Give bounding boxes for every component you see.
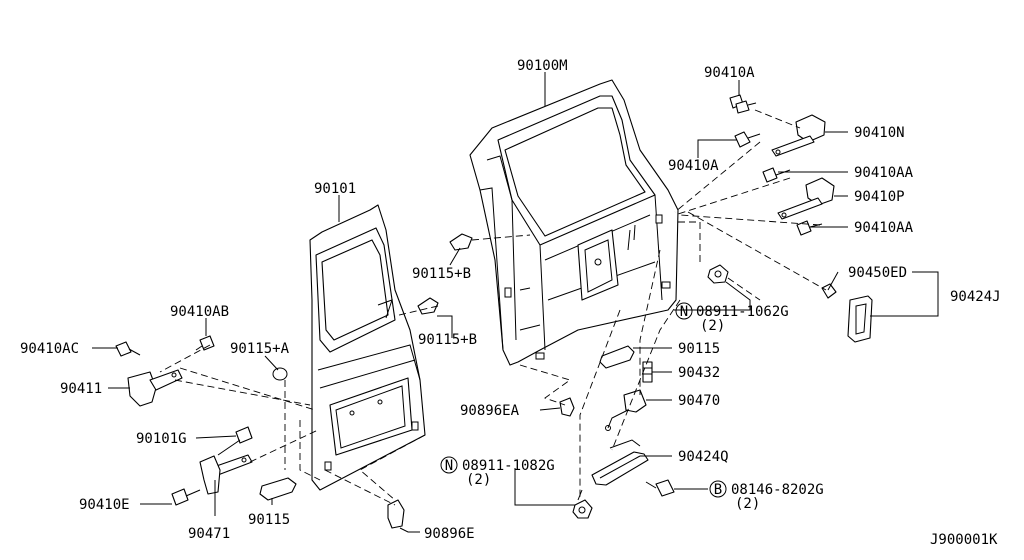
front-door-panel bbox=[309, 204, 426, 491]
label-90115-right: 90115 bbox=[678, 341, 720, 357]
clip-90896E bbox=[387, 499, 405, 529]
label-90411: 90411 bbox=[60, 381, 102, 397]
label-90424J: 90424J bbox=[950, 289, 1001, 305]
bolt-90410A-lower bbox=[734, 131, 761, 148]
hinge-90410N bbox=[771, 114, 826, 157]
cover-90424J bbox=[847, 295, 873, 343]
hinge-90411 bbox=[127, 369, 183, 407]
bolt-90410AA-top bbox=[762, 167, 791, 183]
hinge-90410P bbox=[777, 177, 835, 220]
bolt-90410AB bbox=[195, 335, 215, 351]
marker-circle-08911-1082G bbox=[440, 456, 458, 474]
plug-90115B-upper bbox=[449, 233, 473, 251]
assembly-dashed-lines bbox=[159, 109, 827, 506]
bolt-08146-8202G bbox=[645, 479, 675, 497]
label-90101: 90101 bbox=[314, 181, 356, 197]
qty-08146-8202G: (2) bbox=[735, 496, 760, 512]
bolt-90410E bbox=[171, 488, 201, 506]
label-90115-lower: 90115 bbox=[248, 512, 290, 528]
callout-markers: N N B bbox=[440, 302, 727, 498]
label-90410AC: 90410AC bbox=[20, 341, 79, 357]
label-90896EA: 90896EA bbox=[460, 403, 520, 419]
label-90450ED: 90450ED bbox=[848, 265, 907, 281]
label-90470: 90470 bbox=[678, 393, 720, 409]
plug-90115-right bbox=[599, 345, 635, 369]
bolt-90101G bbox=[217, 426, 253, 456]
clip-90450ED bbox=[821, 283, 837, 299]
label-90410A-lower: 90410A bbox=[668, 158, 719, 174]
label-08911-1082G: 08911-1082G bbox=[462, 458, 555, 474]
bolt-90410A-top bbox=[729, 94, 757, 114]
marker-letter-08911-1082G: N bbox=[445, 458, 453, 474]
label-90101G: 90101G bbox=[136, 431, 187, 447]
label-90410AA-lower: 90410AA bbox=[854, 220, 914, 236]
label-90410E: 90410E bbox=[79, 497, 130, 513]
plug-90115-lower bbox=[259, 477, 297, 501]
stud-90432 bbox=[642, 361, 653, 383]
label-90432: 90432 bbox=[678, 365, 720, 381]
label-08146-8202G: 08146-8202G bbox=[731, 482, 824, 498]
bolt-90410AA-lower bbox=[796, 220, 823, 236]
marker-circle-08146-8202G bbox=[709, 480, 727, 498]
marker-letter-08146-8202G: B bbox=[714, 482, 722, 498]
label-90471: 90471 bbox=[188, 526, 230, 542]
label-90100M: 90100M bbox=[517, 58, 568, 74]
clip-90896EA bbox=[559, 397, 575, 417]
bolt-90410AC bbox=[115, 341, 141, 357]
qty-08911-1062G: (2) bbox=[700, 318, 725, 334]
label-90115B-upper: 90115+B bbox=[412, 266, 471, 282]
diagram-id: J900001K bbox=[930, 532, 998, 548]
label-90115B-lower: 90115+B bbox=[418, 332, 477, 348]
latch-90470 bbox=[605, 389, 647, 431]
check-link-90471 bbox=[199, 454, 253, 495]
label-90424Q: 90424Q bbox=[678, 449, 729, 465]
rear-door-panel bbox=[469, 79, 679, 366]
label-90115A: 90115+A bbox=[230, 341, 290, 357]
nut-08911-1082G bbox=[572, 499, 593, 519]
leader-lines bbox=[92, 72, 939, 533]
qty-08911-1082G: (2) bbox=[466, 472, 491, 488]
plug-90115B-lower bbox=[417, 297, 439, 315]
label-90410A-top: 90410A bbox=[704, 65, 755, 81]
label-90410N: 90410N bbox=[854, 125, 905, 141]
striker-90424Q bbox=[577, 439, 649, 501]
label-08911-1062G: 08911-1062G bbox=[696, 304, 789, 320]
label-90410P: 90410P bbox=[854, 189, 905, 205]
marker-letter-08911-1062G: N bbox=[680, 304, 688, 320]
plug-90115A bbox=[272, 367, 288, 381]
marker-circle-08911-1062G bbox=[675, 302, 693, 320]
part-labels: 90100M 90410A 90410N 90410A 90410AA 9041… bbox=[20, 58, 1001, 548]
label-90896E: 90896E bbox=[424, 526, 475, 542]
label-90410AA-top: 90410AA bbox=[854, 165, 914, 181]
nut-08911-1062G bbox=[707, 264, 729, 284]
label-90410AB: 90410AB bbox=[170, 304, 229, 320]
